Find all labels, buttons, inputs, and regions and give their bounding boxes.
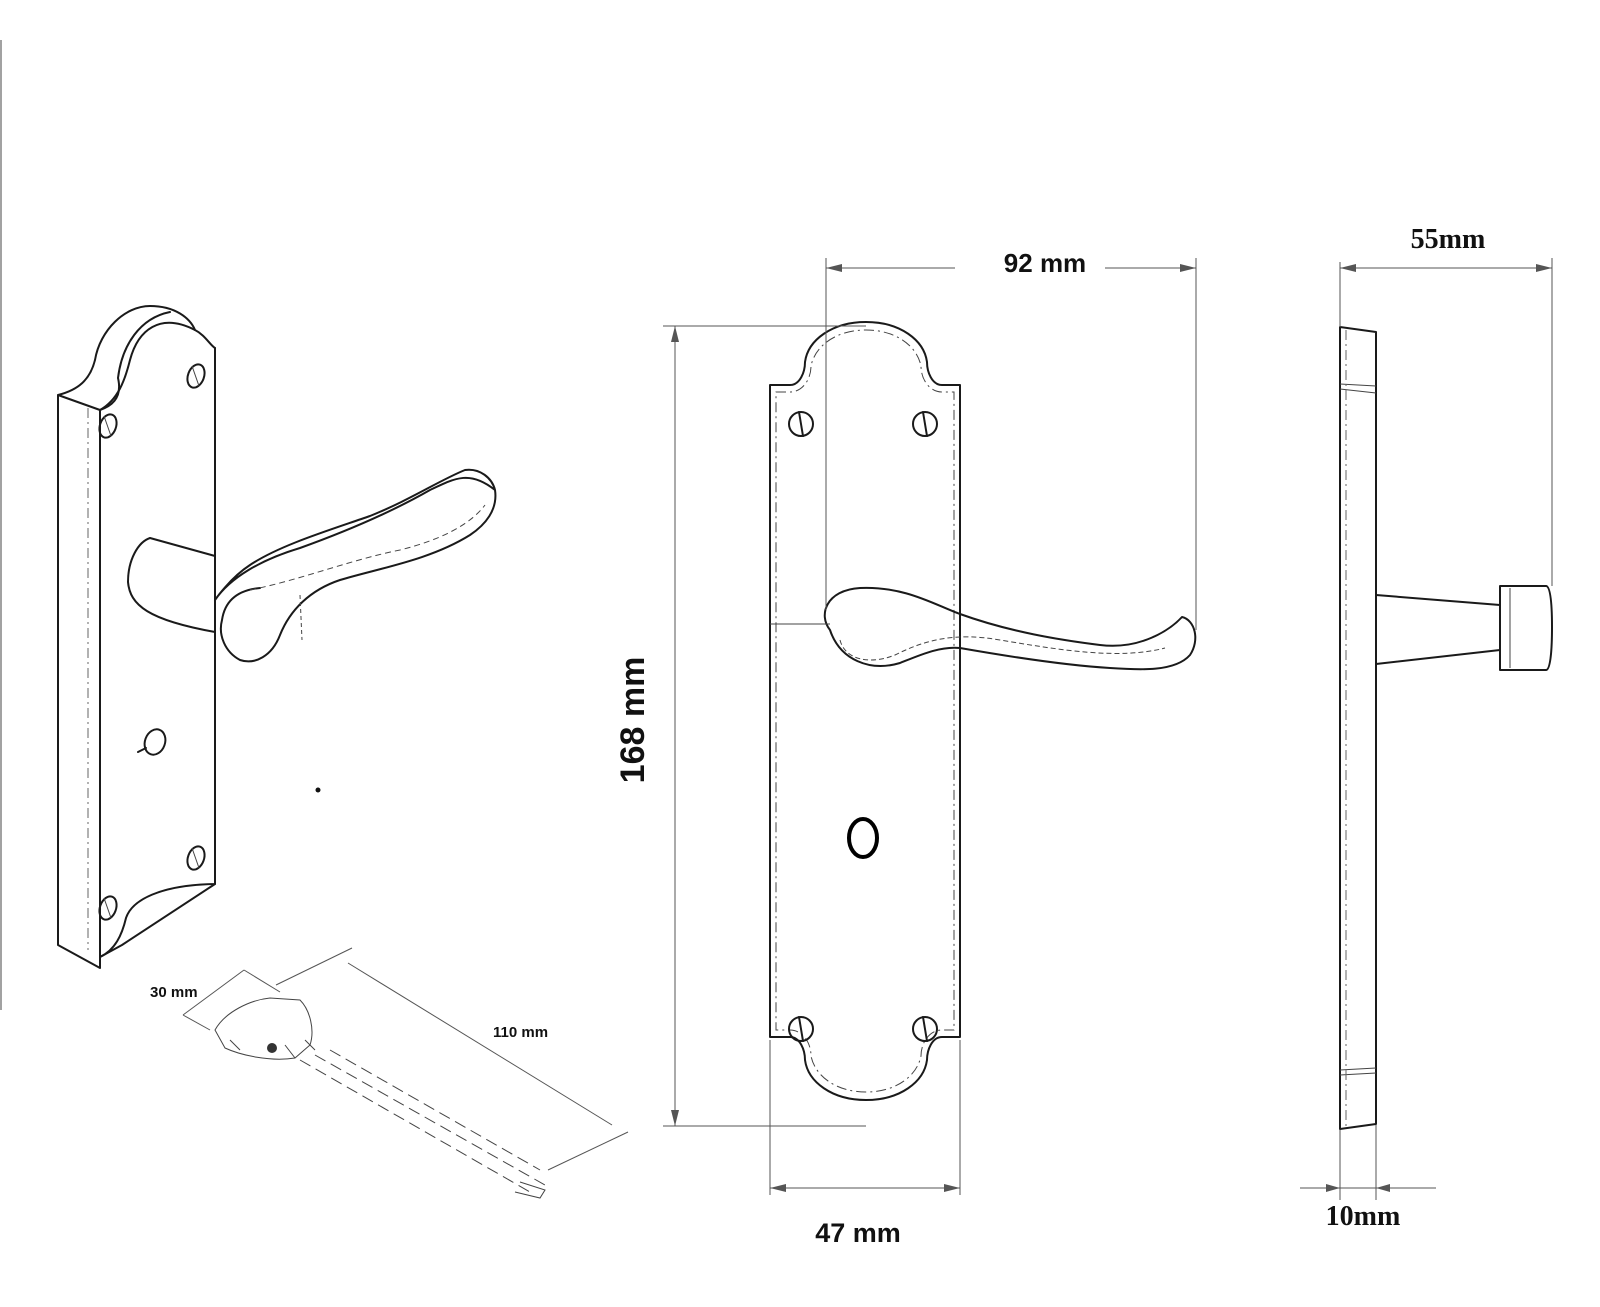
side-view: 55mm 10mm: [1300, 224, 1553, 1232]
front-keyhole: [847, 817, 879, 859]
front-screws: [788, 411, 938, 1042]
front-plate-outline: [769, 321, 961, 1101]
dim-10-label: 10mm: [1326, 1201, 1401, 1232]
side-lever-end: [1499, 585, 1553, 671]
dim-110-line: [347, 962, 613, 1126]
dim-168-label: 168 mm: [614, 657, 652, 784]
isometric-view: 30 mm 110 mm: [57, 305, 629, 1199]
side-plate-outline: [1339, 326, 1377, 1130]
iso-dot: [315, 787, 321, 793]
iso-keyhole: [143, 728, 167, 756]
dim-110-label: 110 mm: [493, 1024, 548, 1041]
dim-47-label: 47 mm: [815, 1218, 901, 1248]
front-lever-handle: [823, 586, 1197, 671]
iso-plate-front-face: [99, 321, 216, 958]
dim-30-line: [182, 969, 245, 1016]
dim-30-label: 30 mm: [150, 984, 198, 1001]
side-lever-stem: [1375, 594, 1501, 665]
iso-lever-handle: [127, 468, 497, 663]
iso-spindle: [214, 997, 546, 1199]
front-view: 92 mm 168 mm 47 mm: [614, 248, 1197, 1248]
iso-screws: [98, 363, 206, 921]
dim-92-label: 92 mm: [1004, 248, 1086, 278]
dim-55-label: 55mm: [1411, 224, 1486, 255]
